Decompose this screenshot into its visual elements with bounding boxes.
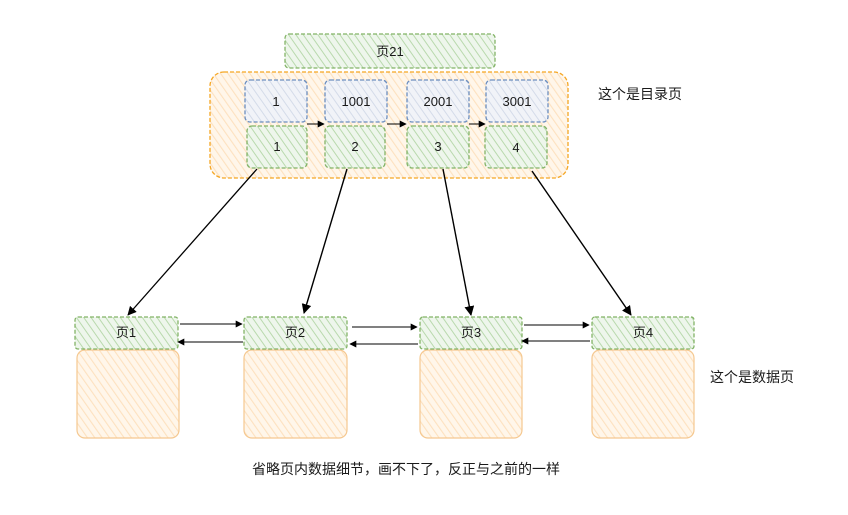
data-page: 页1 bbox=[74, 316, 180, 439]
data-page-label: 页4 bbox=[633, 325, 653, 340]
directory-key-cell: 2001 bbox=[406, 79, 470, 123]
data-page-label: 页3 bbox=[461, 325, 481, 340]
directory-page-number: 1 bbox=[273, 139, 280, 154]
data-page-caption: 这个是数据页 bbox=[710, 369, 794, 385]
directory-page-number: 3 bbox=[434, 139, 441, 154]
data-page-label: 页1 bbox=[116, 325, 136, 340]
directory-caption: 这个是目录页 bbox=[598, 86, 682, 102]
pointer-arrow bbox=[442, 168, 475, 316]
pointer-arrow bbox=[301, 168, 348, 314]
root-page: 页21 bbox=[284, 33, 496, 69]
directory-key: 1 bbox=[272, 94, 279, 109]
pointer-arrow bbox=[127, 168, 258, 316]
directory-page-number: 4 bbox=[512, 140, 519, 155]
directory-key-cell: 1 bbox=[244, 79, 308, 123]
data-page: 页2 bbox=[243, 316, 348, 439]
data-page: 页4 bbox=[591, 316, 695, 439]
directory-page-number: 2 bbox=[351, 139, 358, 154]
directory-key: 3001 bbox=[503, 94, 532, 109]
data-page: 页3 bbox=[419, 316, 523, 439]
pointer-arrow bbox=[531, 170, 632, 316]
root-page-label: 页21 bbox=[376, 44, 403, 59]
directory-key: 1001 bbox=[342, 94, 371, 109]
directory-page-number-cell: 3 bbox=[406, 125, 470, 169]
directory-page-number-cell: 4 bbox=[484, 125, 548, 169]
directory-key-cell: 1001 bbox=[324, 79, 388, 123]
data-page-label: 页2 bbox=[285, 325, 305, 340]
directory-page-number-cell: 2 bbox=[324, 125, 386, 169]
directory-key: 2001 bbox=[424, 94, 453, 109]
directory-key-cell: 3001 bbox=[485, 79, 549, 123]
footnote: 省略页内数据细节，画不下了，反正与之前的一样 bbox=[252, 461, 560, 477]
directory-page-number-cell: 1 bbox=[246, 125, 308, 169]
directory-page: 1 1001 2001 3001 1 2 3 4 bbox=[209, 71, 569, 179]
